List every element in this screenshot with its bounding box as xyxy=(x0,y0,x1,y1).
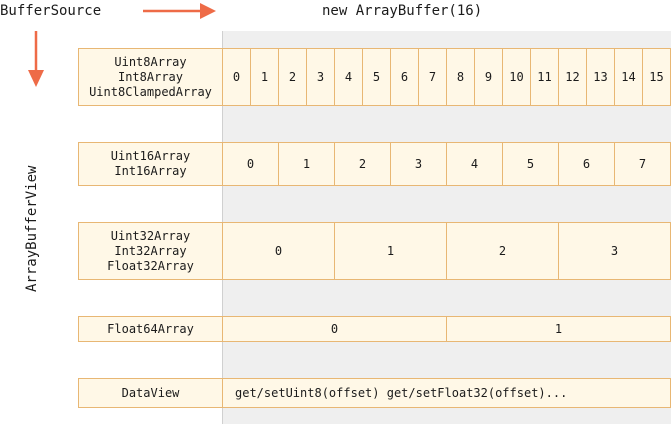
array-buffer-title: new ArrayBuffer(16) xyxy=(322,3,483,19)
element-cell: 1 xyxy=(335,223,447,279)
type-name: Float64Array xyxy=(107,321,194,336)
dataview-methods: get/setUint8(offset) get/setFloat32(offs… xyxy=(235,386,568,400)
type-name: Uint8ClampedArray xyxy=(89,84,212,99)
float64-cells: 0 1 xyxy=(223,317,670,341)
type-name: Int16Array xyxy=(114,164,187,178)
uint32-row-label: Uint32Array Int32Array Float32Array xyxy=(79,223,223,279)
element-cell: 1 xyxy=(279,143,335,185)
type-name: Uint16Array xyxy=(110,149,191,163)
element-cell: 7 xyxy=(638,157,647,171)
element-cell: 2 xyxy=(447,223,559,279)
byte-cell: 4 xyxy=(335,49,363,105)
uint16-cells: 0 1 2 3 4 5 6 7 xyxy=(223,143,670,185)
byte-cell: 12 xyxy=(559,49,587,105)
byte-cell: 9 xyxy=(475,49,503,105)
element-cell: 3 xyxy=(610,244,619,258)
right-arrow-icon xyxy=(143,3,216,19)
byte-cell: 0 xyxy=(223,49,251,105)
uint32-row: Uint32Array Int32Array Float32Array 0 1 … xyxy=(78,222,671,280)
float64-row: Float64Array 0 1 xyxy=(78,316,671,342)
byte-cell: 15 xyxy=(649,70,664,84)
element-cell: 1 xyxy=(554,322,563,336)
dataview-row-label: DataView xyxy=(79,379,223,407)
byte-cell: 7 xyxy=(419,49,447,105)
byte-cell: 10 xyxy=(503,49,531,105)
array-buffer-view-label: ArrayBufferView xyxy=(24,165,40,292)
uint8-cells: 0 1 2 3 4 5 6 7 8 9 10 11 12 13 14 15 xyxy=(223,49,670,105)
element-cell: 3 xyxy=(391,143,447,185)
uint32-cells: 0 1 2 3 xyxy=(223,223,670,279)
type-name: Int32Array xyxy=(114,243,187,258)
element-cell: 0 xyxy=(223,223,335,279)
byte-cell: 3 xyxy=(307,49,335,105)
byte-cell: 11 xyxy=(531,49,559,105)
type-name: Float32Array xyxy=(107,258,194,273)
byte-cell: 13 xyxy=(587,49,615,105)
type-name: Uint8Array xyxy=(114,54,187,69)
byte-cell: 1 xyxy=(251,49,279,105)
type-name: DataView xyxy=(121,385,180,400)
buffer-source-label: BufferSource xyxy=(0,3,102,19)
byte-cell: 6 xyxy=(391,49,419,105)
uint16-row-label: Uint16Array Int16Array xyxy=(79,143,223,185)
element-cell: 0 xyxy=(223,317,447,341)
element-cell: 5 xyxy=(503,143,559,185)
type-name: Uint32Array xyxy=(110,228,191,243)
uint8-row: Uint8Array Int8Array Uint8ClampedArray 0… xyxy=(78,48,671,106)
dataview-row: DataView get/setUint8(offset) get/setFlo… xyxy=(78,378,671,408)
uint8-row-label: Uint8Array Int8Array Uint8ClampedArray xyxy=(79,49,223,105)
element-cell: 4 xyxy=(447,143,503,185)
element-cell: 6 xyxy=(559,143,615,185)
element-cell: 2 xyxy=(335,143,391,185)
uint16-row: Uint16Array Int16Array 0 1 2 3 4 5 6 7 xyxy=(78,142,671,186)
type-name: Int8Array xyxy=(117,69,184,84)
float64-row-label: Float64Array xyxy=(79,317,223,341)
byte-cell: 5 xyxy=(363,49,391,105)
element-cell: 0 xyxy=(223,143,279,185)
down-arrow-icon xyxy=(28,31,44,87)
byte-cell: 8 xyxy=(447,49,475,105)
byte-cell: 2 xyxy=(279,49,307,105)
byte-cell: 14 xyxy=(615,49,643,105)
